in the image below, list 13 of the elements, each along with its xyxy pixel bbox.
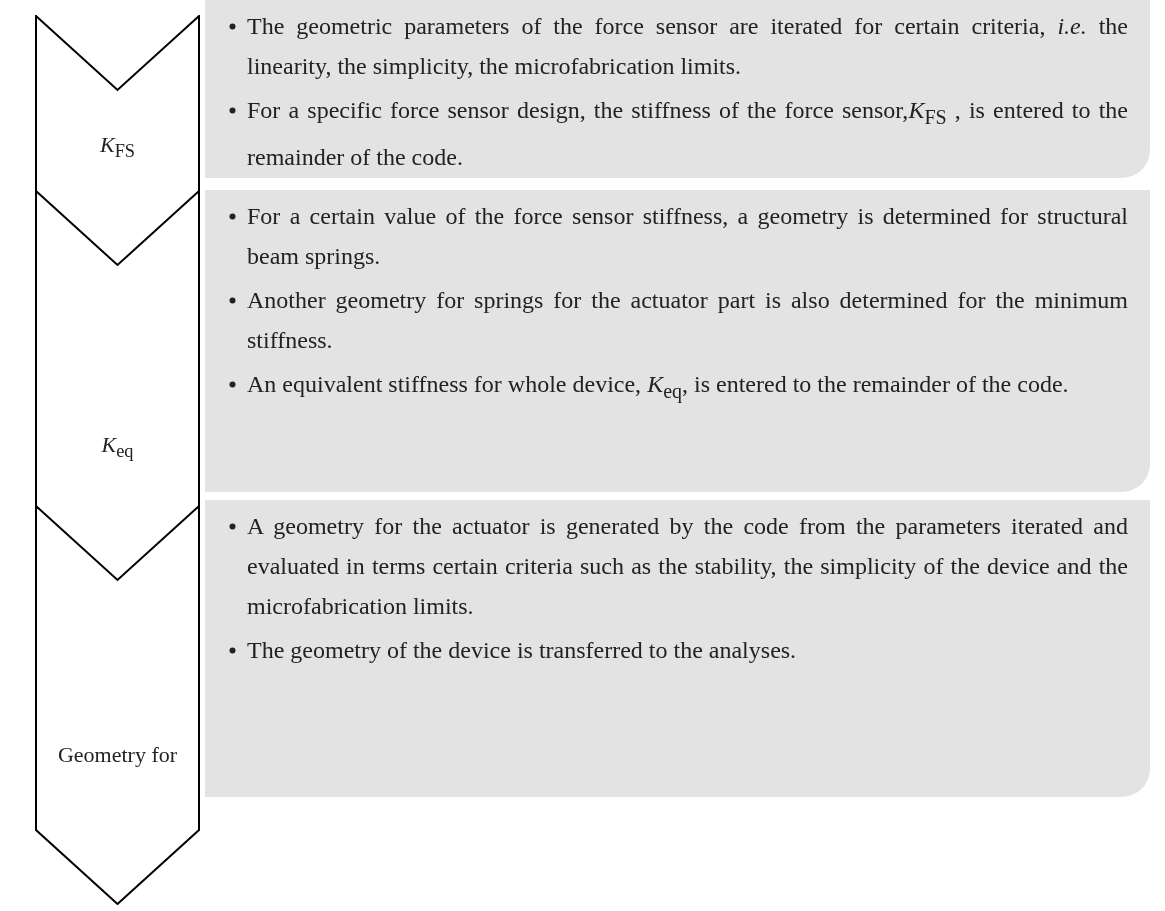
bullet-text: An equivalent stiffness for whole device, K$_{eq}$, is entered to the remainder of the code. bbox=[247, 370, 1070, 405]
bullet-text: The geometry of the device is transferred to the analyses. bbox=[247, 636, 798, 665]
bullet-text: The geometric parameters of the force sensor are iterated for certain criteria, i.e. the linearity, the simplicity, the microfabrication limits. bbox=[247, 12, 1128, 81]
step-label: Geometry for bbox=[56, 741, 179, 769]
bullet-text: For a specific force sensor design, the stiffness of the force sensor,K$_{FS}$ , is entered to the remainder of the code. bbox=[247, 96, 1128, 172]
bullet-text: Another geometry for springs for the actuator part is also determined for the minimum stiffness. bbox=[247, 286, 1128, 355]
step-label: K$_{eq}$ bbox=[100, 431, 135, 464]
description-panel bbox=[205, 0, 1150, 178]
bullet-text: A geometry for the actuator is generated by the code from the parameters iterated and evaluated in terms certain criteria such as the stability, the simplicity of the device and the microfabrication limits. bbox=[247, 512, 1128, 621]
description-panel bbox=[205, 190, 1150, 492]
description-panel bbox=[205, 500, 1150, 797]
bullet-text: For a certain value of the force sensor stiffness, a geometry is determined for structural beam springs. bbox=[247, 202, 1128, 271]
step-label: K$_{FS}$ bbox=[98, 131, 137, 164]
